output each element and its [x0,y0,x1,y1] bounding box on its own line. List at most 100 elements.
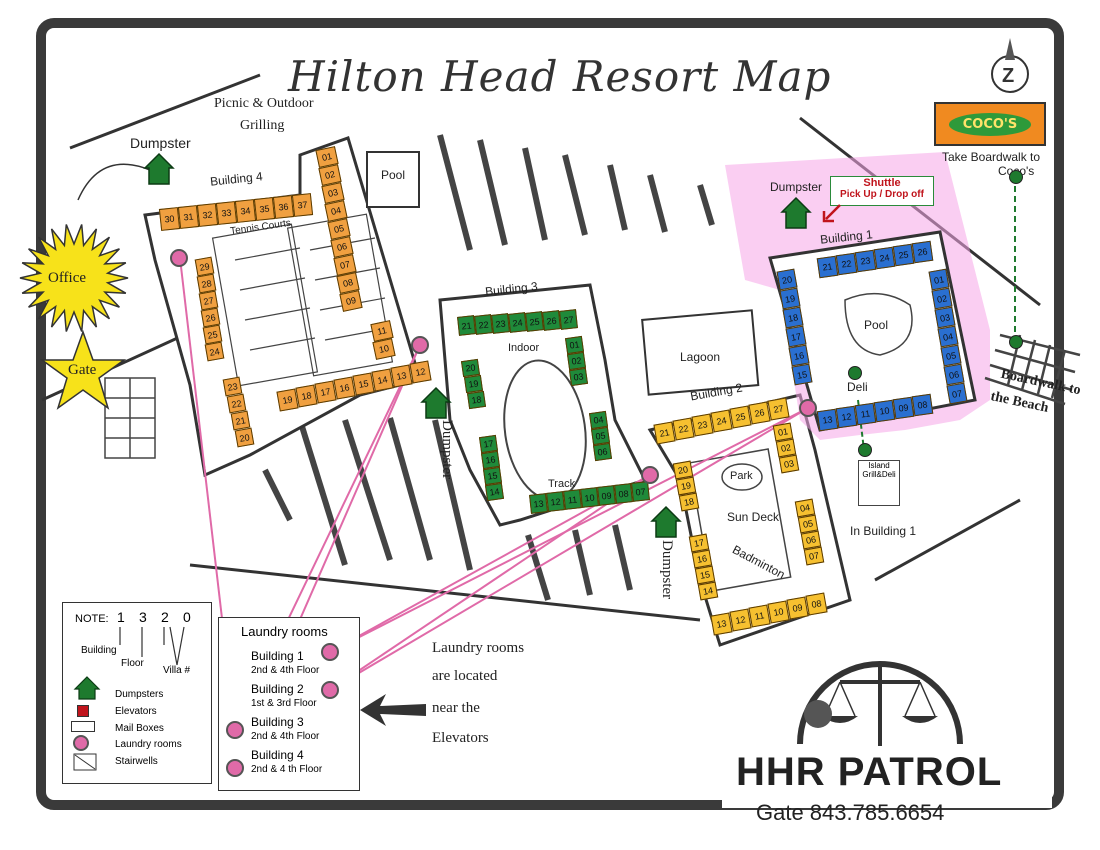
dumpster-icon [143,152,175,185]
pool-top-label: Pool [381,168,406,182]
legend-villa: Villa # [163,665,191,676]
villa-unit: 12 [546,491,565,512]
compass-z-icon: Z [991,38,1029,93]
dumpster-icon [650,505,682,538]
laundry-item-floor: 1st & 3rd Floor [251,698,317,709]
elevator-icon [77,705,89,717]
cocos-logo: COCO'S [934,102,1046,146]
track-label: Track [548,478,576,490]
villa-unit: 25 [892,243,915,267]
villa-unit: 23 [854,249,877,273]
villa-unit: 25 [525,311,544,332]
legend-note: NOTE: [75,613,109,625]
villa-unit: 08 [911,393,934,417]
dumpster-ne-label: Dumpster [770,180,823,194]
legend-box: NOTE: 1 3 2 0 Building Floor Villa # Dum… [62,602,212,784]
svg-text:Z: Z [1002,65,1014,87]
villa-unit: 07 [803,546,825,566]
laundry-item-building: Building 4 [251,748,304,762]
villa-unit: 03 [778,454,800,474]
legend-mailboxes: Mail Boxes [115,723,164,734]
green-marker [1009,170,1023,184]
legend-building: Building [81,645,117,656]
villa-unit: 23 [491,313,510,334]
villa-unit: 22 [835,252,858,276]
map-title: Hilton Head Resort Map [288,52,832,101]
villa-unit: 31 [177,205,200,229]
villa-unit: 32 [196,203,219,227]
laundry-item-floor: 2nd & 4th Floor [251,731,320,742]
laundry-marker [226,721,244,739]
scales-of-justice-icon [797,661,963,746]
villa-unit: 07 [946,382,968,405]
legend-digit: 3 [139,609,147,625]
villa-unit: 21 [457,315,476,336]
office-label: Office [48,270,87,286]
pool-b1-label: Pool [864,318,889,332]
mailbox-icon [71,721,95,732]
legend-digit: 1 [117,609,125,625]
laundry-marker [799,399,817,417]
villa-unit: 24 [204,341,225,362]
villa-unit: 12 [835,405,858,429]
dumpster-south-label: Dumpster [659,540,675,600]
villa-unit: 24 [508,312,527,333]
villa-unit: 09 [597,485,616,506]
laundry-item-building: Building 3 [251,715,304,729]
shuttle-subtitle: Pick Up / Drop off [840,189,924,200]
villa-unit: 30 [158,207,181,231]
villa-unit: 27 [767,397,790,421]
villa-unit: 06 [592,442,613,462]
in-building1-label: In Building 1 [850,524,917,538]
laundry-icon [73,735,89,751]
villa-unit: 03 [568,367,589,387]
laundry-item-floor: 2nd & 4 th Floor [251,764,323,775]
laundry-marker [641,466,659,484]
laundry-note-line: Laundry rooms [432,640,525,656]
lagoon-label: Lagoon [680,350,721,364]
legend-digit: 2 [161,609,169,625]
villa-unit: 33 [215,201,238,225]
dumpster-icon [780,196,812,229]
legend-dumpsters: Dumpsters [115,689,164,700]
villa-unit: 22 [474,314,493,335]
villa-unit: 08 [614,483,633,504]
indoor-label: Indoor [508,342,540,354]
laundry-item-building: Building 1 [251,649,304,663]
villa-unit: 20 [234,427,255,448]
patrol-name: HHR PATROL [736,750,1003,794]
laundry-marker [321,643,339,661]
sundeck-label: Sun Deck [727,510,780,524]
villa-unit: 07 [631,481,650,502]
left-arrow-icon [360,694,426,726]
shuttle-arrow-icon [822,204,841,223]
grilling-label: Grilling [240,118,285,133]
picnic-label: Picnic & Outdoor [214,96,314,111]
island-grill-logo: Island Grill&Deli [858,460,900,506]
villa-unit: 09 [892,396,915,420]
villa-unit: 12 [409,360,432,384]
laundry-note-line: are located [432,668,498,684]
laundry-marker [411,336,429,354]
green-marker [1009,335,1023,349]
villa-unit: 11 [854,402,877,426]
legend-laundry: Laundry rooms [115,739,182,750]
villa-unit: 15 [791,363,813,386]
map-frame [36,18,1064,810]
laundry-item-building: Building 2 [251,682,304,696]
cocos-logo-text: COCO'S [948,112,1032,136]
villa-unit: 18 [466,390,487,410]
villa-unit: 11 [563,489,582,510]
laundry-note-line: near the [432,700,480,716]
villa-unit: 13 [529,493,548,514]
gate-phone: Gate 843.785.6654 [756,800,945,825]
laundry-note-line: Elevators [432,730,489,746]
deli-label: Deli [845,380,870,394]
take-boardwalk-label: Take Boardwalk to [942,150,1041,164]
gate-star-icon [40,330,126,410]
dumpster-icon [73,676,101,700]
patrol-block [722,660,1052,808]
villa-unit: 35 [253,197,276,221]
laundry-item-floor: 2nd & 4th Floor [251,665,320,676]
dumpster-center-label: Dumpster [439,420,455,480]
